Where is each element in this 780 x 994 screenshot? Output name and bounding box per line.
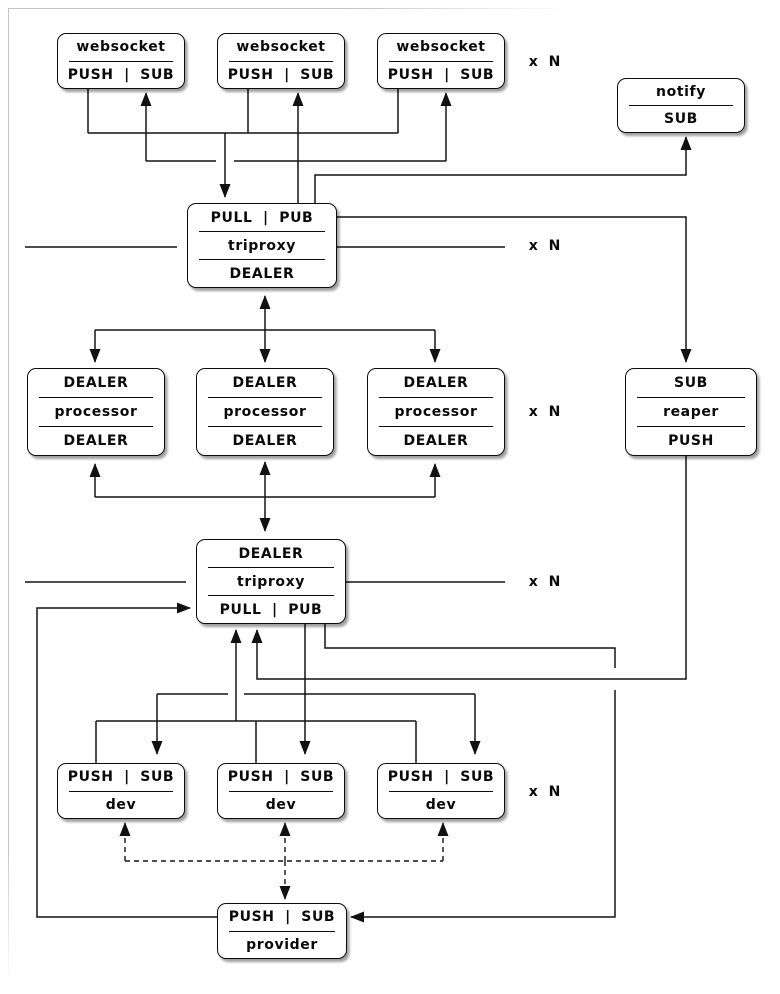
dev-1-row-0: PUSH | SUB (67, 769, 175, 786)
provider-node: PUSH | SUB provider (217, 903, 347, 959)
processor-3-row-0: DEALER (403, 375, 469, 391)
processor-2-row-2: DEALER (232, 433, 298, 449)
row-divider (637, 397, 745, 398)
websocket-3-row-0: websocket (396, 39, 486, 56)
triproxy-top-row-1: triproxy (228, 237, 296, 254)
dev-3-node: PUSH | SUB dev (377, 763, 505, 819)
row-divider (208, 567, 334, 568)
websocket-1-row-1: PUSH | SUB (67, 66, 175, 83)
row-divider (39, 426, 153, 427)
reaper-row-1: reaper (663, 404, 719, 420)
triproxy-bottom-row-2: PULL | PUB (219, 601, 323, 618)
dev-2-node: PUSH | SUB dev (217, 763, 345, 819)
dev-3-row-0: PUSH | SUB (387, 769, 495, 786)
row-divider (389, 790, 493, 792)
pub-to-notify (314, 136, 692, 203)
processor-1-row-2: DEALER (63, 433, 129, 449)
pub-to-reaper (337, 216, 692, 363)
websocket-2-row-0: websocket (236, 39, 326, 56)
window-edge-left (8, 8, 9, 986)
triproxy-bottom-row-1: triproxy (237, 573, 305, 590)
provider-row-0: PUSH | SUB (228, 909, 336, 926)
multiplier-label: x N (528, 404, 562, 420)
row-divider (69, 60, 173, 62)
notify-row-0: notify (656, 84, 706, 100)
row-divider (199, 231, 325, 232)
row-divider (379, 397, 493, 398)
triproxy-top-row-0: PULL | PUB (210, 209, 314, 226)
row-divider (229, 930, 335, 932)
provider-row-1: provider (246, 936, 318, 953)
solid-connectors (25, 89, 692, 923)
pub-to-provider-a (324, 624, 616, 668)
pub-to-provider-b (350, 690, 616, 923)
row-divider (389, 60, 493, 62)
dev-2-row-0: PUSH | SUB (227, 769, 335, 786)
triproxy-bottom-row-0: DEALER (238, 545, 304, 562)
processor-1-row-0: DEALER (63, 375, 129, 391)
multiplier-label: x N (528, 238, 562, 254)
dev-2-row-1: dev (265, 796, 297, 813)
processor-1-row-1: processor (54, 404, 138, 420)
dev-3-row-1: dev (425, 796, 457, 813)
dev-1-row-1: dev (105, 796, 137, 813)
dev-1-node: PUSH | SUB dev (57, 763, 185, 819)
reaper-push-to-pull (251, 456, 687, 680)
row-divider (208, 595, 334, 596)
row-divider (39, 397, 153, 398)
multiplier-label: x N (528, 54, 562, 70)
processor-2-row-1: processor (223, 404, 307, 420)
processor-3-row-2: DEALER (403, 433, 469, 449)
row-divider (208, 397, 322, 398)
window-edge-top (8, 8, 568, 9)
websocket-3-row-1: PUSH | SUB (387, 66, 495, 83)
dashed-connectors (119, 822, 449, 900)
processor-2-row-0: DEALER (232, 375, 298, 391)
row-divider (229, 60, 333, 62)
triproxy-top-row-2: DEALER (229, 265, 295, 282)
row-divider (208, 426, 322, 427)
websocket-1-row-0: websocket (76, 39, 166, 56)
multiplier-label: x N (528, 574, 562, 590)
row-divider (199, 259, 325, 260)
websocket-2-row-1: PUSH | SUB (227, 66, 335, 83)
reaper-row-0: SUB (674, 375, 708, 391)
notify-row-1: SUB (664, 111, 698, 127)
provider-push-to-pull (36, 602, 217, 918)
row-divider (629, 105, 733, 106)
multiplier-label: x N (528, 784, 562, 800)
row-divider (637, 426, 745, 427)
reaper-row-2: PUSH (668, 433, 714, 449)
row-divider (229, 790, 333, 792)
processor-3-row-1: processor (394, 404, 478, 420)
row-divider (69, 790, 173, 792)
row-divider (379, 426, 493, 427)
